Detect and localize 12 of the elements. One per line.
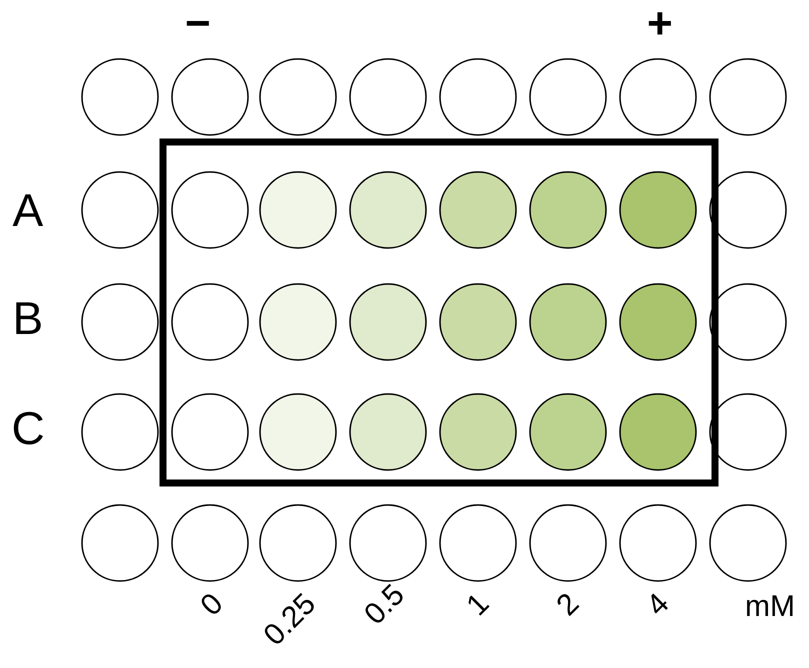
sign-label: + [647, 2, 673, 46]
sign-label: − [185, 2, 211, 46]
concentration-label: 2 [551, 588, 584, 622]
concentration-label: 0.25 [258, 588, 322, 652]
row-label: C [12, 405, 45, 451]
concentration-label: 1 [461, 588, 494, 622]
row-label: B [12, 295, 44, 341]
concentration-label: 0 [195, 588, 228, 622]
unit-label: mM [745, 592, 795, 622]
concentration-label: 4 [641, 588, 674, 622]
concentration-label: 0.5 [360, 580, 410, 630]
row-label: A [12, 187, 44, 233]
